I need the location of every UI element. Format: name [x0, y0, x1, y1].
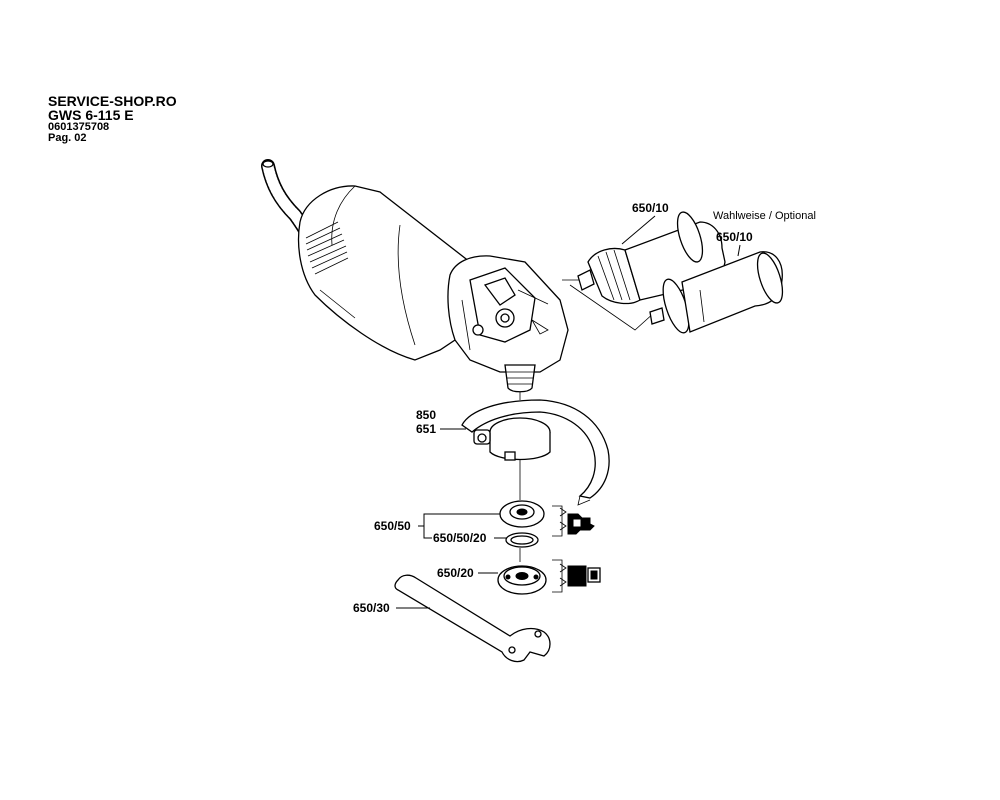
handle-a-label: 650/10	[632, 201, 669, 215]
shop-name: SERVICE-SHOP.RO	[48, 93, 177, 109]
label-handle-b: 650/10	[716, 230, 753, 257]
handle-axis-line-b	[569, 284, 656, 331]
spanner-label: 650/30	[353, 601, 390, 615]
grinder-motor-housing	[297, 185, 479, 361]
model-name: GWS 6-115 E	[48, 107, 134, 123]
clamp-nut	[497, 548, 547, 595]
spanner-wrench	[394, 574, 551, 663]
clamp-symbol-lower	[552, 559, 601, 593]
label-handle-a: 650/10	[621, 201, 669, 245]
vent-slots	[305, 221, 349, 275]
label-spanner: 650/30	[353, 601, 430, 615]
label-guard: 850 651	[416, 408, 466, 436]
optional-note: Wahlweise / Optional	[713, 210, 816, 222]
flange-ring	[505, 532, 539, 548]
guard-850-label: 850	[416, 408, 436, 422]
wheel-guard	[461, 399, 610, 506]
clamp-nut-label: 650/20	[437, 566, 474, 580]
clamp-symbol-upper	[552, 505, 595, 537]
part-number: 0601375708	[48, 121, 110, 133]
gear-head	[447, 255, 569, 393]
page-number: Pag. 02	[48, 132, 87, 144]
flange-set-label: 650/50	[374, 519, 411, 533]
inner-flange	[499, 500, 545, 528]
guard-651-label: 651	[416, 422, 436, 436]
handle-b-label: 650/10	[716, 230, 753, 244]
flange-ring-label: 650/50/20	[433, 531, 487, 545]
side-handle-b	[649, 251, 784, 334]
label-clamp-nut: 650/20	[437, 566, 498, 580]
label-flange-set: 650/50 650/50/20	[374, 513, 506, 545]
